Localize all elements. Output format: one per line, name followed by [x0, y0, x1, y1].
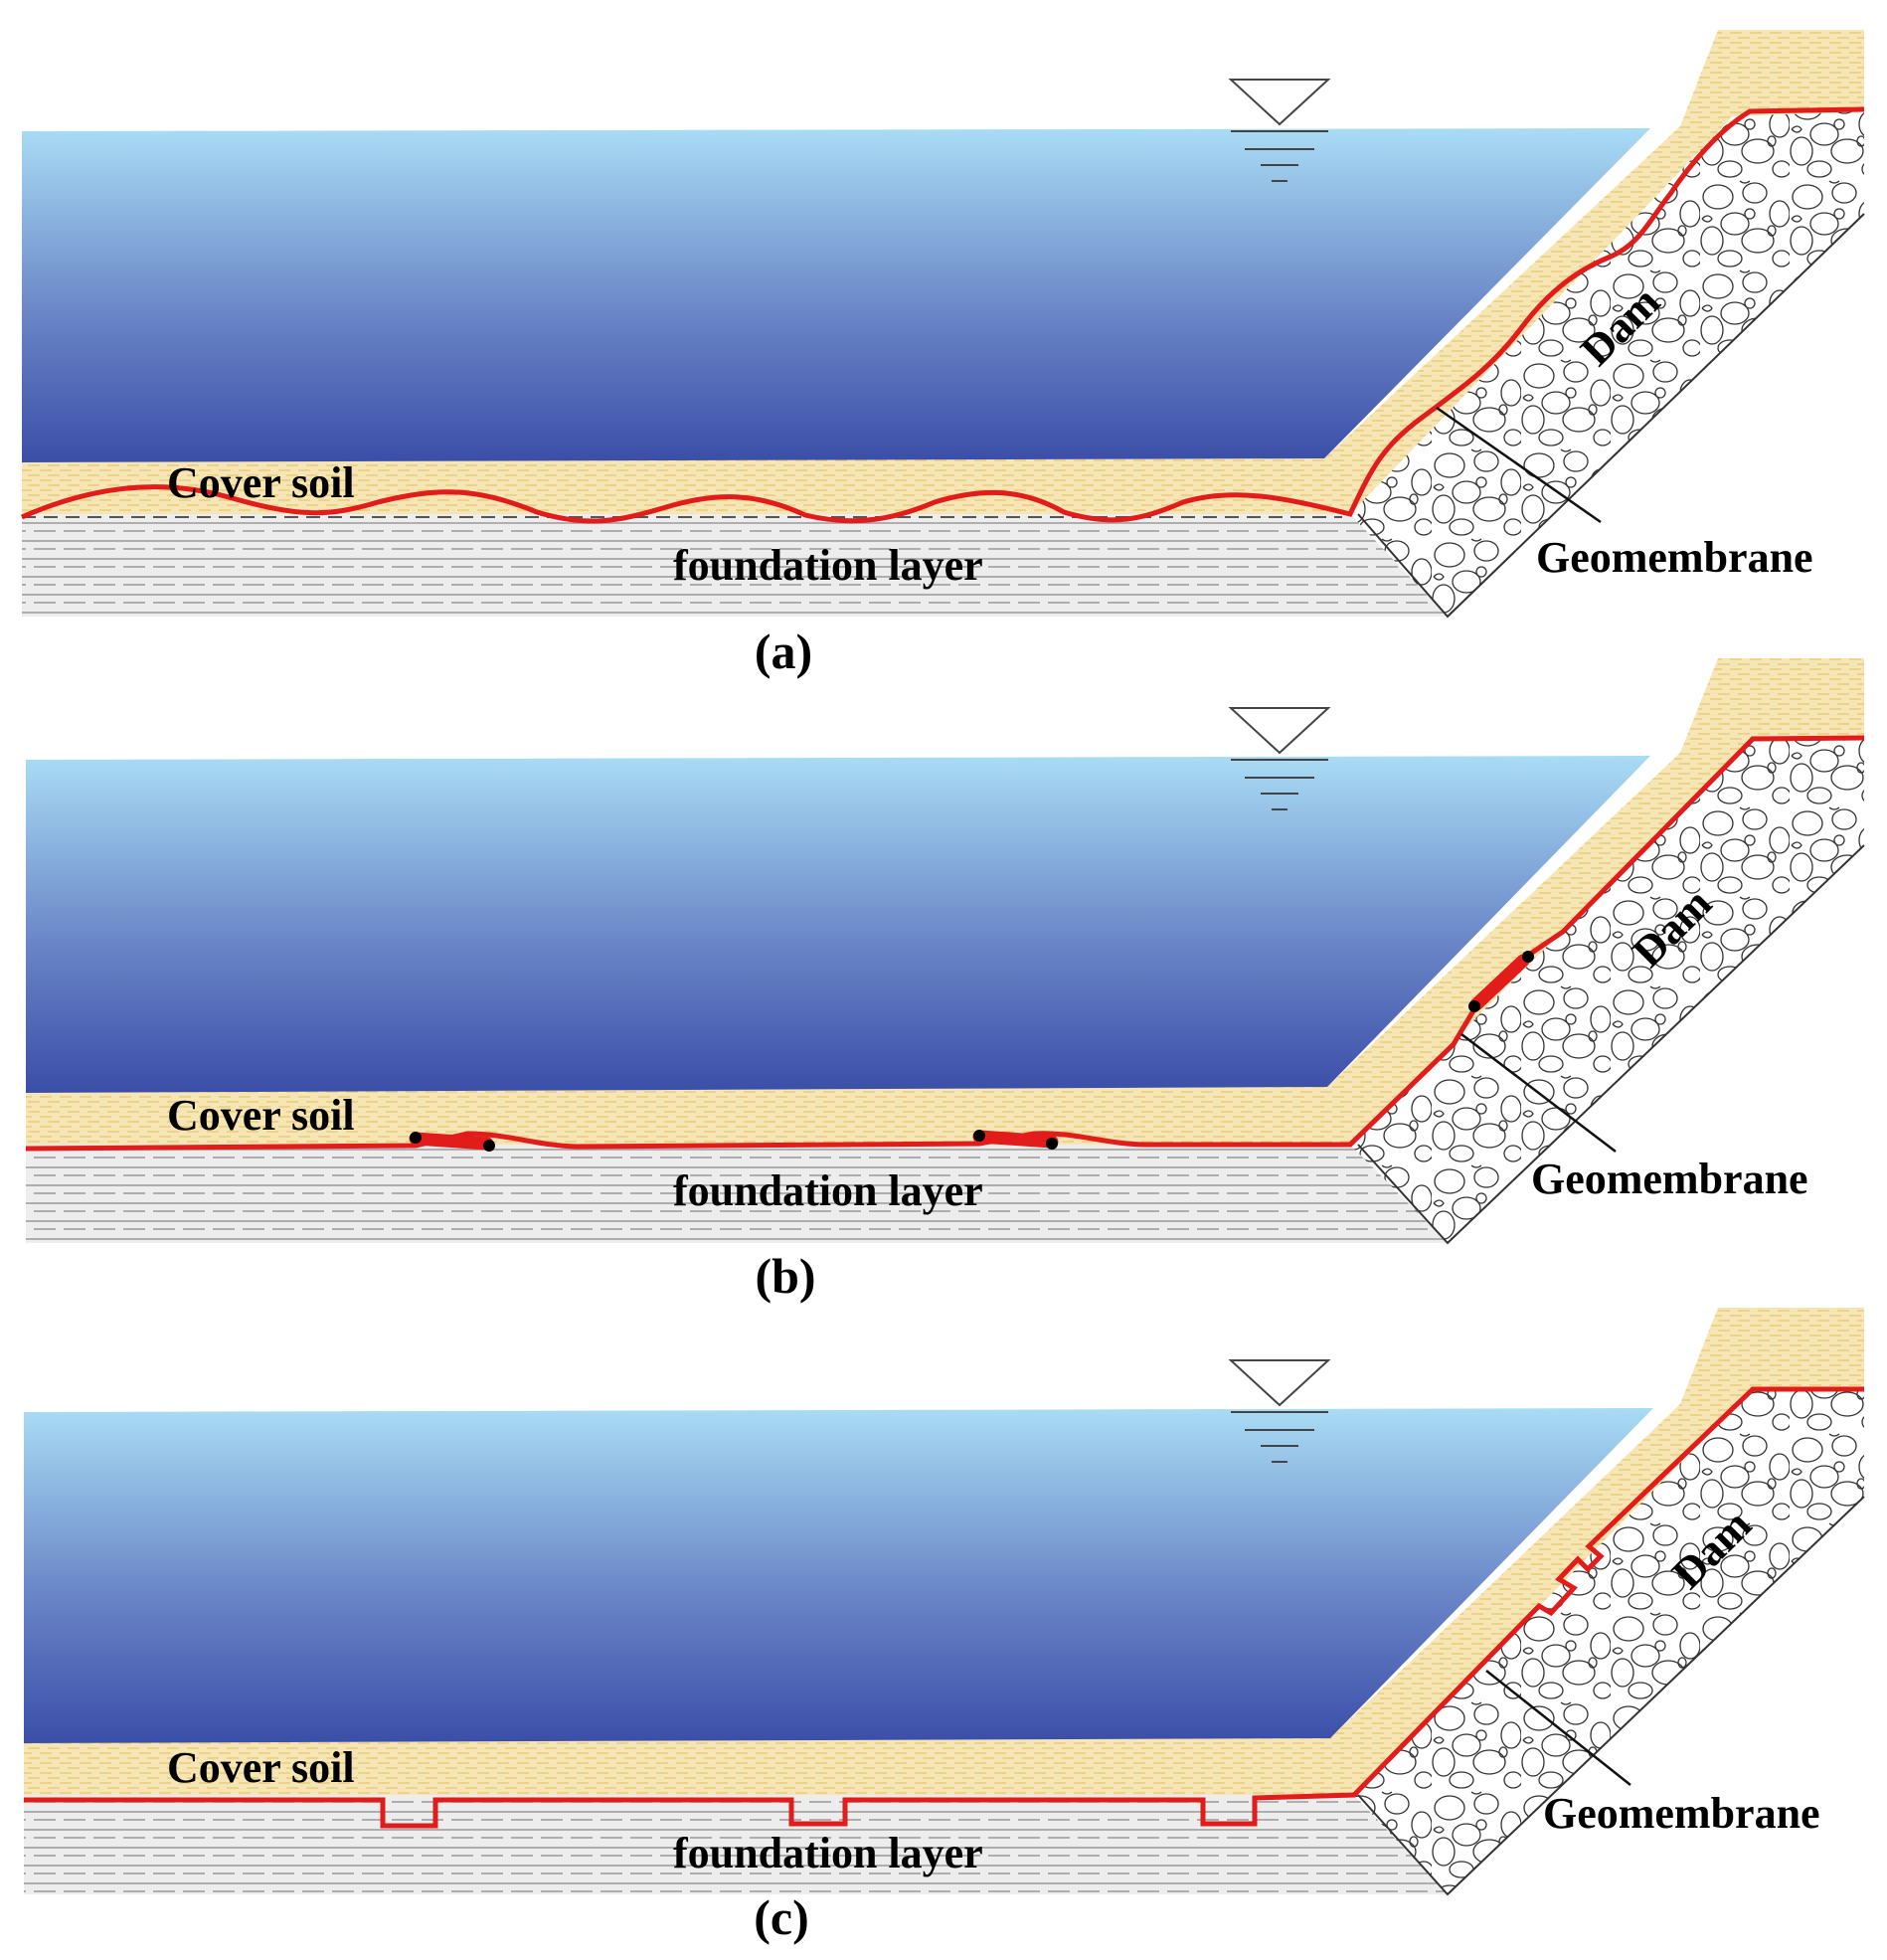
dam-body — [1350, 739, 1864, 1243]
water-level-symbol — [1228, 707, 1331, 810]
dam-outline — [1357, 844, 1865, 1245]
dam-outline — [1357, 213, 1865, 619]
geomembrane-line — [25, 735, 1865, 1152]
water-level-symbol — [1228, 79, 1331, 182]
geomembrane-leader-line — [1436, 406, 1602, 524]
dam-body — [1354, 1389, 1864, 1894]
foundation-layer — [24, 1795, 1448, 1894]
foundation-layer-label: foundation layer — [673, 1829, 983, 1877]
geomembrane-line — [24, 1386, 1864, 1829]
panel-b: Cover soil foundation layer Dam Geomembr… — [25, 658, 1865, 1304]
cover-soil-layer — [26, 658, 1864, 1145]
panel-caption-c: (c) — [754, 1889, 809, 1945]
reservoir-water — [26, 756, 1650, 1093]
geomembrane-leader-line — [1485, 1670, 1631, 1786]
panel-c: Cover soil foundation layer Dam Geomembr… — [24, 1308, 1865, 1945]
cover-soil-layer — [22, 30, 1864, 514]
geomembrane-label: Geomembrane — [1543, 1789, 1820, 1838]
geomembrane-line — [20, 106, 1865, 524]
foundation-layer-label: foundation layer — [673, 541, 983, 590]
reservoir-water — [22, 128, 1650, 462]
geomembrane-leader-line — [1460, 1033, 1617, 1153]
geomembrane-label: Geomembrane — [1531, 1155, 1808, 1203]
cover-soil-label: Cover soil — [167, 1091, 355, 1140]
dam-body — [1350, 111, 1864, 617]
panel-caption-b: (b) — [755, 1248, 815, 1304]
seam-defect-markers — [409, 951, 1534, 1152]
cover-soil-label: Cover soil — [167, 1743, 355, 1792]
panel-caption-a: (a) — [755, 624, 812, 679]
dam-outline — [1357, 1496, 1865, 1896]
foundation-layer — [26, 1145, 1448, 1243]
foundation-layer — [22, 514, 1448, 617]
reservoir-water — [24, 1408, 1653, 1743]
panel-a: Cover soil foundation layer Dam Geomembr… — [20, 30, 1865, 679]
water-level-symbol — [1228, 1359, 1331, 1463]
cover-soil-layer — [24, 1308, 1864, 1795]
foundation-layer-label: foundation layer — [673, 1166, 983, 1215]
geomembrane-label: Geomembrane — [1536, 533, 1813, 582]
cover-soil-label: Cover soil — [167, 458, 355, 507]
